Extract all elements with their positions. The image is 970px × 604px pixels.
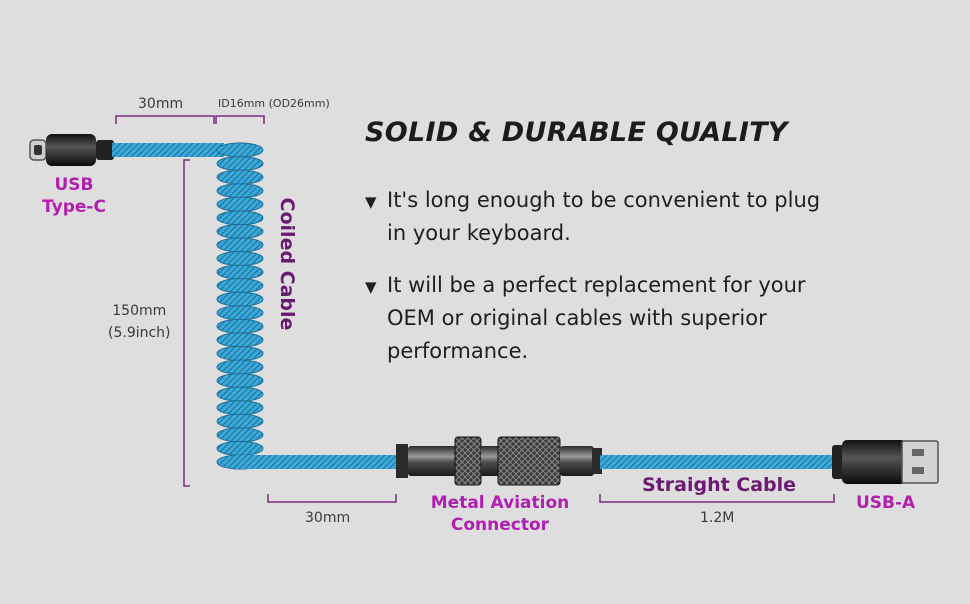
- coil-ring: [216, 142, 264, 158]
- feature-bullet-2: ▼ It will be a perfect replacement for y…: [365, 269, 845, 368]
- coil-ring: [216, 345, 264, 361]
- coil-ring: [216, 427, 264, 443]
- straight-cable-label: Straight Cable: [642, 474, 797, 496]
- coil-ring: [216, 169, 264, 185]
- straight-cable-segment: [600, 455, 834, 469]
- coil-ring: [216, 359, 264, 375]
- coil-ring: [216, 373, 264, 389]
- coil-ring: [216, 305, 264, 321]
- dimension-line: [183, 159, 190, 487]
- straight-length-label: 1.2M: [700, 510, 735, 526]
- coil-ring: [216, 291, 264, 307]
- dimension-line: [599, 494, 835, 503]
- dimension-lines: [115, 115, 835, 503]
- coil-length-label: 150mm (5.9inch): [108, 300, 171, 344]
- coil-ring: [216, 210, 264, 226]
- usb-c-label: USB Type-C: [36, 174, 112, 218]
- coil-ring: [216, 318, 264, 334]
- coil-length-inch: (5.9inch): [108, 325, 171, 341]
- usb-c-label-line1: USB: [54, 175, 94, 195]
- coiled-cable: [216, 142, 264, 470]
- coil-ring: [216, 386, 264, 402]
- bottom-length-label: 30mm: [305, 510, 351, 526]
- connector-label: Metal Aviation Connector: [426, 492, 574, 536]
- bullet-2-line3: performance.: [387, 339, 529, 363]
- bullet-triangle-icon: ▼: [365, 278, 377, 296]
- coil-ring: [216, 413, 264, 429]
- coil-diameter-label: ID16mm (OD26mm): [218, 97, 330, 110]
- usb-c-label-line2: Type-C: [42, 197, 106, 217]
- coil-ring: [216, 183, 264, 199]
- coil-length-mm: 150mm: [112, 303, 167, 319]
- connector-label-line2: Connector: [450, 515, 550, 535]
- dimension-line: [267, 494, 397, 503]
- bullet-triangle-icon: ▼: [365, 193, 377, 211]
- coil-ring: [216, 237, 264, 253]
- bullet-2-line1: It will be a perfect replacement for you…: [387, 273, 806, 297]
- aviation-connector: [396, 436, 602, 486]
- usb-a-plug: [832, 440, 939, 484]
- bullet-2-line2: OEM or original cables with superior: [387, 306, 767, 330]
- bullet-1-line2: in your keyboard.: [387, 221, 571, 245]
- feature-bullet-1: ▼ It's long enough to be convenient to p…: [365, 184, 845, 250]
- coiled-cable-label: Coiled Cable: [276, 197, 298, 331]
- top-length-label: 30mm: [138, 96, 184, 112]
- coil-ring: [216, 264, 264, 280]
- usb-a-label: USB-A: [856, 493, 916, 513]
- bottom-cable-segment: [236, 455, 404, 469]
- top-cable-segment: [112, 143, 224, 157]
- dimension-line: [215, 115, 265, 124]
- feature-heading: SOLID & DURABLE QUALITY: [365, 117, 788, 148]
- coil-ring: [216, 400, 264, 416]
- coil-ring: [216, 196, 264, 212]
- coil-ring: [216, 251, 264, 267]
- coil-ring: [216, 278, 264, 294]
- coil-ring: [216, 223, 264, 239]
- connector-label-line1: Metal Aviation: [430, 493, 570, 513]
- coil-ring: [216, 440, 264, 456]
- dimension-line: [115, 115, 215, 124]
- coil-ring: [216, 156, 264, 172]
- usb-c-plug: [29, 134, 114, 166]
- coil-ring: [216, 332, 264, 348]
- bullet-1-line1: It's long enough to be convenient to plu…: [387, 188, 821, 212]
